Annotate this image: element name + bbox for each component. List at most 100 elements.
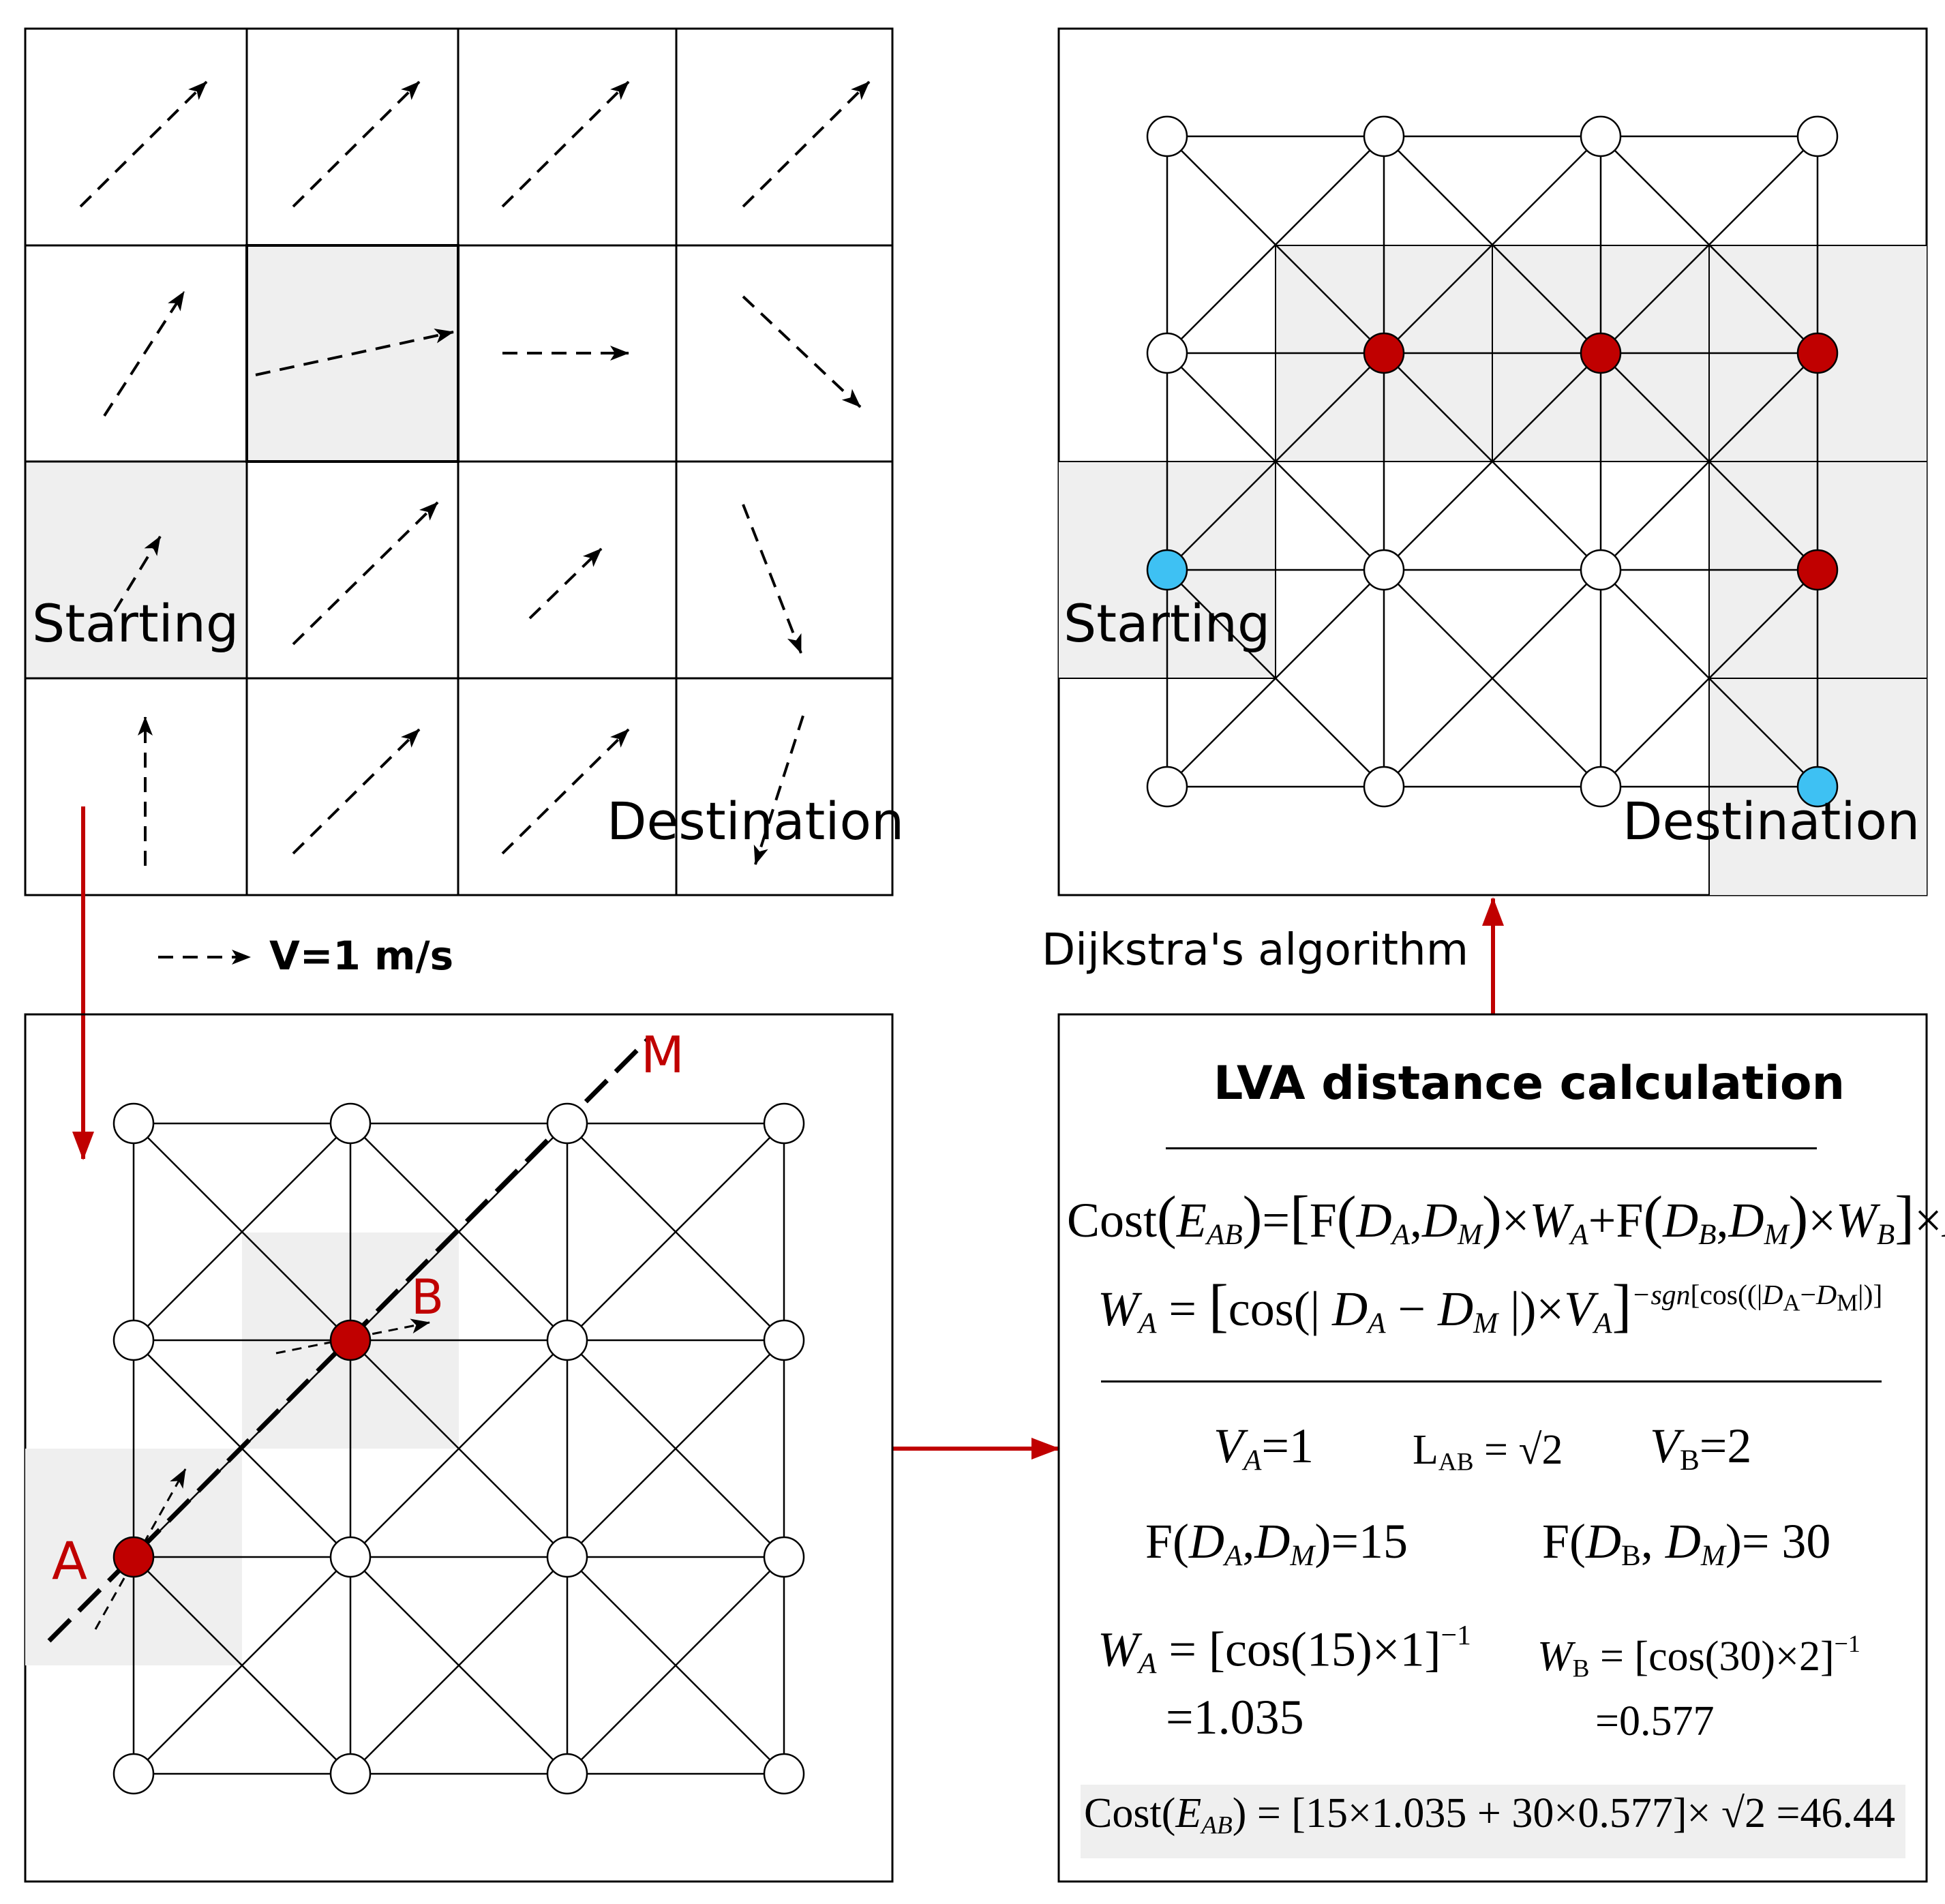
graph-node	[112, 1753, 155, 1795]
graph-edge	[1383, 569, 1601, 787]
graph-edge	[567, 1556, 785, 1774]
graph-node	[1146, 115, 1188, 157]
graph-node	[546, 1536, 588, 1578]
graph-edge	[1600, 352, 1818, 571]
title-rule	[1166, 1147, 1817, 1149]
path-node-red	[1796, 549, 1839, 591]
graph-node	[1580, 549, 1622, 591]
graph-node	[329, 1102, 372, 1145]
graph-node	[329, 1753, 372, 1795]
graph-node	[1146, 766, 1188, 808]
graph-node	[112, 1102, 155, 1145]
graph-edge	[133, 1123, 351, 1341]
path-node-red	[1796, 332, 1839, 374]
graph-node	[1796, 115, 1839, 157]
algorithm-label: Dijkstra's algorithm	[1042, 925, 1469, 976]
lab-number: = √2	[1484, 1427, 1563, 1473]
graph-edge	[1166, 569, 1385, 787]
result-destination-label: Destination	[1623, 791, 1920, 851]
graph-node	[1146, 332, 1188, 374]
graph-node	[1580, 766, 1622, 808]
velocity-legend-label: V=1 m/s	[269, 933, 454, 979]
cost-formula: Cost(EAB)=[F(DA,DM)×WA+F(DB,DM)×WB]×LAB	[1067, 1184, 1945, 1251]
final-cost-label: Cost	[1084, 1790, 1162, 1837]
wb-expression: WB = [cos(30)×2]−1	[1537, 1630, 1860, 1683]
graph-edge	[133, 1556, 351, 1774]
fa-number: =15	[1331, 1514, 1408, 1569]
graph-node	[546, 1753, 588, 1795]
path-node-red	[1580, 332, 1622, 374]
graph-node	[112, 1319, 155, 1361]
graph-edge	[350, 1340, 568, 1558]
graph-node	[329, 1536, 372, 1578]
graph-example-edges	[132, 1122, 785, 1775]
graph-edge	[567, 1340, 785, 1558]
graph-node	[763, 1753, 805, 1795]
graph-node	[763, 1536, 805, 1578]
final-result-shade	[1081, 1785, 1905, 1858]
graph-node	[1363, 549, 1405, 591]
graph-edge	[1600, 569, 1818, 787]
fa-value: F(DA,DM)=15	[1145, 1514, 1408, 1572]
path-node-red	[1363, 332, 1405, 374]
result-graph-edges	[1166, 135, 1819, 788]
endpoint-node-blue	[1146, 549, 1188, 591]
wb-result: =0.577	[1595, 1698, 1715, 1744]
point-b-label: B	[411, 1269, 444, 1325]
velocity-grid-lines	[25, 29, 892, 895]
velocity-arrows	[79, 80, 871, 866]
wa-exponent: −1	[1441, 1620, 1471, 1651]
velocity-grid-panel	[24, 27, 894, 965]
va-value: VA=1	[1213, 1419, 1314, 1477]
graph-example-nodes	[112, 1102, 805, 1795]
calculation-frame	[1057, 1013, 1928, 1883]
graph-example-panel	[24, 1013, 894, 1883]
calculation-title: LVA distance calculation	[1213, 1057, 1845, 1110]
vb-number: =2	[1699, 1419, 1752, 1473]
graph-edge	[567, 1123, 785, 1341]
graph-edge	[1383, 136, 1601, 354]
result-graph-panel	[1057, 27, 1928, 896]
lab-value: LAB = √2	[1413, 1427, 1563, 1477]
endpoint-node-blue	[1796, 766, 1839, 808]
graph-edge	[1166, 136, 1385, 354]
va-number: =1	[1261, 1419, 1314, 1473]
final-cost-expression: Cost(EAB) = [15×1.035 + 30×0.577]× √2 =4…	[1084, 1790, 1895, 1840]
graph-node	[763, 1102, 805, 1145]
graph-node	[1580, 115, 1622, 157]
wa-result: =1.035	[1166, 1690, 1304, 1744]
vb-value: VB=2	[1650, 1419, 1752, 1477]
formula-rule	[1101, 1380, 1882, 1382]
fb-number: = 30	[1741, 1514, 1831, 1569]
wa-expr-text: = [cos(15)×1]	[1168, 1622, 1441, 1677]
graph-edge	[1383, 352, 1601, 571]
path-node-red	[329, 1319, 372, 1361]
result-graph-nodes	[1146, 115, 1839, 808]
graph-node	[546, 1319, 588, 1361]
cost-label: Cost	[1067, 1193, 1158, 1248]
point-m-label: M	[641, 1026, 684, 1085]
velocity-starting-label: Starting	[32, 593, 239, 654]
graph-node	[1363, 766, 1405, 808]
graph-node	[1363, 115, 1405, 157]
wb-exponent: −1	[1834, 1630, 1860, 1657]
final-cost-text: = [15×1.035 + 30×0.577]× √2 =46.44	[1256, 1790, 1895, 1837]
weight-formula: WA = [cos(| DA − DM |)×VA]−sgn[cos((|DA−…	[1098, 1273, 1883, 1340]
result-starting-label: Starting	[1064, 593, 1271, 654]
graph-edge	[350, 1556, 568, 1774]
wa-expression: WA = [cos(15)×1]−1	[1098, 1620, 1471, 1680]
graph-edge	[1600, 136, 1818, 354]
graph-example-frame	[24, 1013, 894, 1883]
graph-edge	[1166, 352, 1385, 571]
graph-node	[763, 1319, 805, 1361]
fb-value: F(DB, DM)= 30	[1542, 1514, 1831, 1572]
wb-expr-text: = [cos(30)×2]	[1599, 1633, 1835, 1680]
node-velocity-arrows	[94, 1318, 430, 1630]
starting-cell-shade	[25, 462, 247, 678]
path-node-red	[112, 1536, 155, 1578]
point-a-label: A	[52, 1530, 87, 1591]
graph-node	[546, 1102, 588, 1145]
velocity-destination-label: Destination	[607, 791, 905, 851]
calculation-panel	[1057, 1013, 1928, 1883]
